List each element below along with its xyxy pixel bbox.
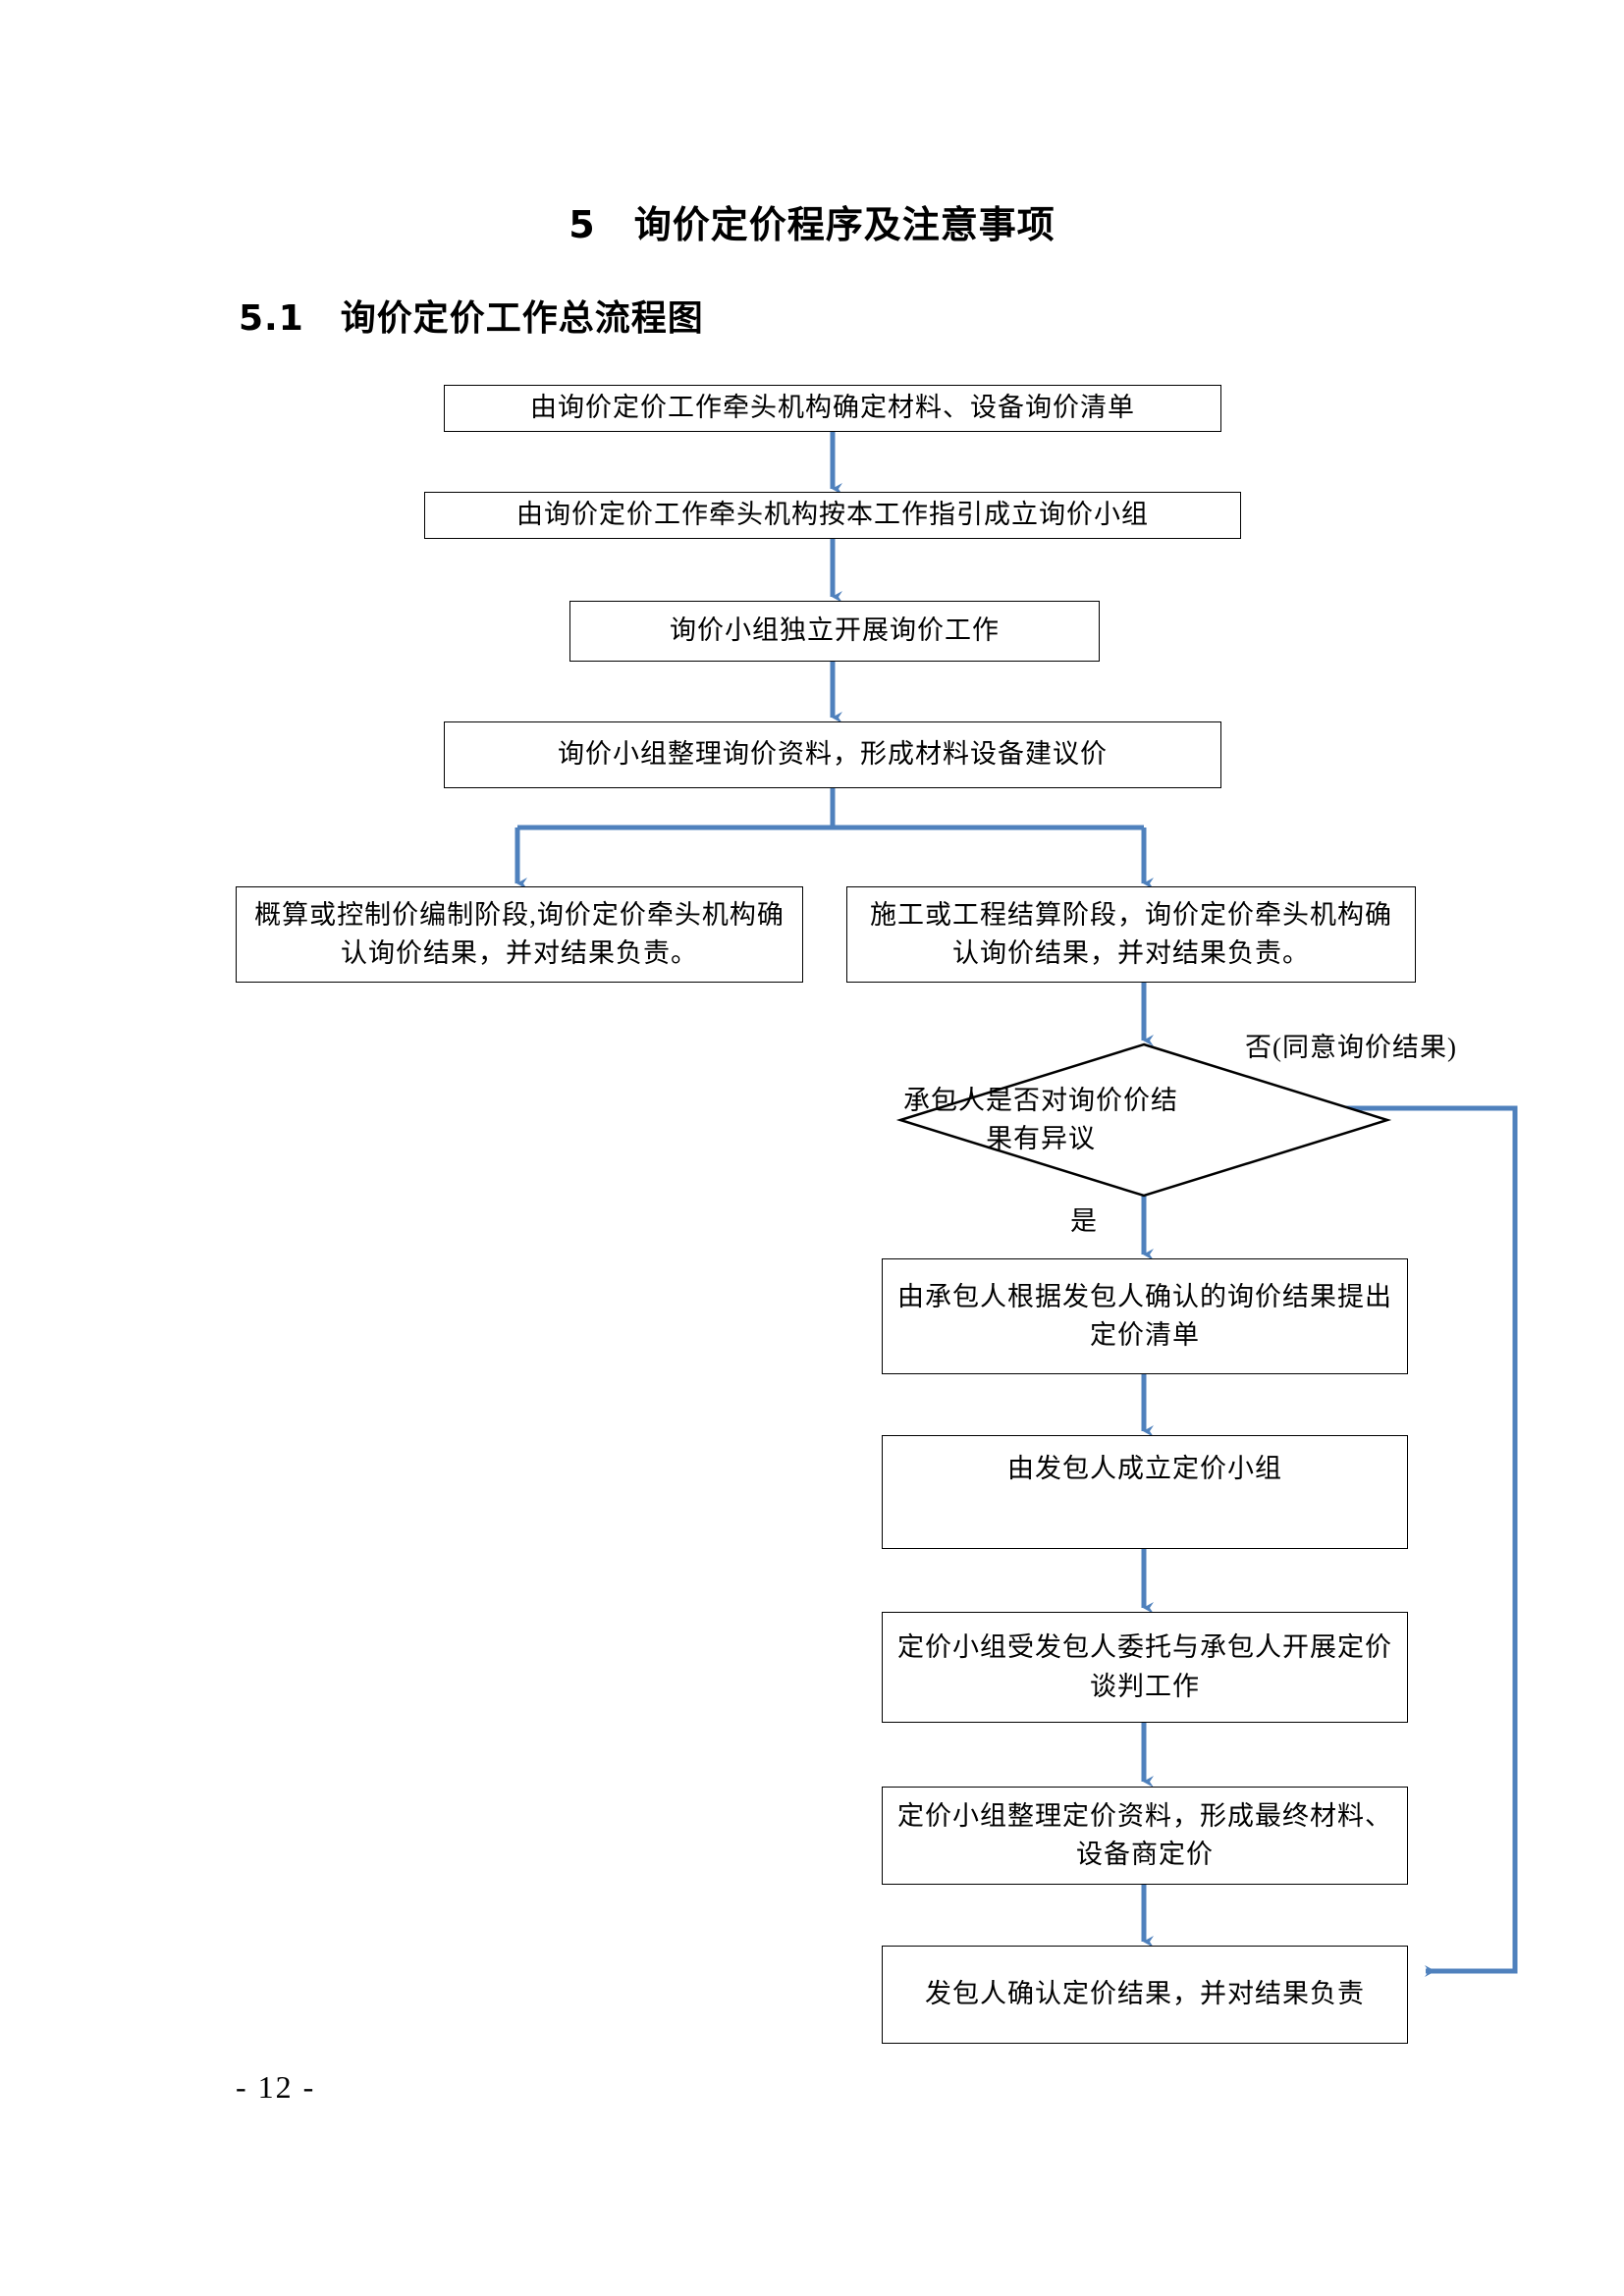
flow-node-label: 发包人确认定价结果，并对结果负责 bbox=[925, 1979, 1365, 2009]
flow-node-label: 由承包人根据发包人确认的询价结果提出定价清单 bbox=[897, 1281, 1392, 1350]
flow-node-n11: 定价小组整理定价资料，形成最终材料、设备商定价 bbox=[882, 1787, 1408, 1885]
flow-node-label: 询价小组整理询价资料，形成材料设备建议价 bbox=[558, 739, 1108, 770]
flow-node-n7: 承包人是否对询价价结果有异议 bbox=[895, 1042, 1392, 1198]
flow-node-label: 询价小组独立开展询价工作 bbox=[670, 615, 1000, 646]
page-number: - 12 - bbox=[236, 2069, 316, 2105]
flow-node-n3: 询价小组独立开展询价工作 bbox=[569, 601, 1100, 662]
flow-node-n8: 由承包人根据发包人确认的询价结果提出定价清单 bbox=[882, 1258, 1408, 1374]
flow-node-label: 由发包人成立定价小组 bbox=[1007, 1454, 1282, 1483]
flow-node-n12: 发包人确认定价结果，并对结果负责 bbox=[882, 1946, 1408, 2044]
flow-node-n6: 施工或工程结算阶段，询价定价牵头机构确认询价结果，并对结果负责。 bbox=[846, 886, 1416, 983]
flow-node-label: 定价小组受发包人委托与承包人开展定价谈判工作 bbox=[897, 1632, 1392, 1701]
page-title: 5 询价定价程序及注意事项 bbox=[568, 203, 1056, 246]
flow-node-label: 定价小组整理定价资料，形成最终材料、设备商定价 bbox=[897, 1800, 1392, 1869]
flow-node-n9: 由发包人成立定价小组 bbox=[882, 1435, 1408, 1549]
edge-label-yes: 是 bbox=[1070, 1206, 1098, 1236]
edge-label-no: 否(同意询价结果) bbox=[1245, 1033, 1457, 1062]
flow-node-n4: 询价小组整理询价资料，形成材料设备建议价 bbox=[444, 721, 1221, 788]
decision-diamond-shape bbox=[895, 1042, 1392, 1198]
flow-node-label: 由询价定价工作牵头机构按本工作指引成立询价小组 bbox=[516, 500, 1149, 530]
flow-node-n5: 概算或控制价编制阶段,询价定价牵头机构确认询价结果，并对结果负责。 bbox=[236, 886, 803, 983]
flow-node-label: 施工或工程结算阶段，询价定价牵头机构确认询价结果，并对结果负责。 bbox=[870, 899, 1392, 968]
flow-node-label: 概算或控制价编制阶段,询价定价牵头机构确认询价结果，并对结果负责。 bbox=[254, 899, 785, 968]
flow-node-n2: 由询价定价工作牵头机构按本工作指引成立询价小组 bbox=[424, 492, 1241, 539]
flow-node-n10: 定价小组受发包人委托与承包人开展定价谈判工作 bbox=[882, 1612, 1408, 1723]
flow-node-n1: 由询价定价工作牵头机构确定材料、设备询价清单 bbox=[444, 385, 1221, 432]
section-subtitle: 5.1 询价定价工作总流程图 bbox=[239, 298, 704, 339]
flow-node-label: 由询价定价工作牵头机构确定材料、设备询价清单 bbox=[530, 393, 1135, 423]
